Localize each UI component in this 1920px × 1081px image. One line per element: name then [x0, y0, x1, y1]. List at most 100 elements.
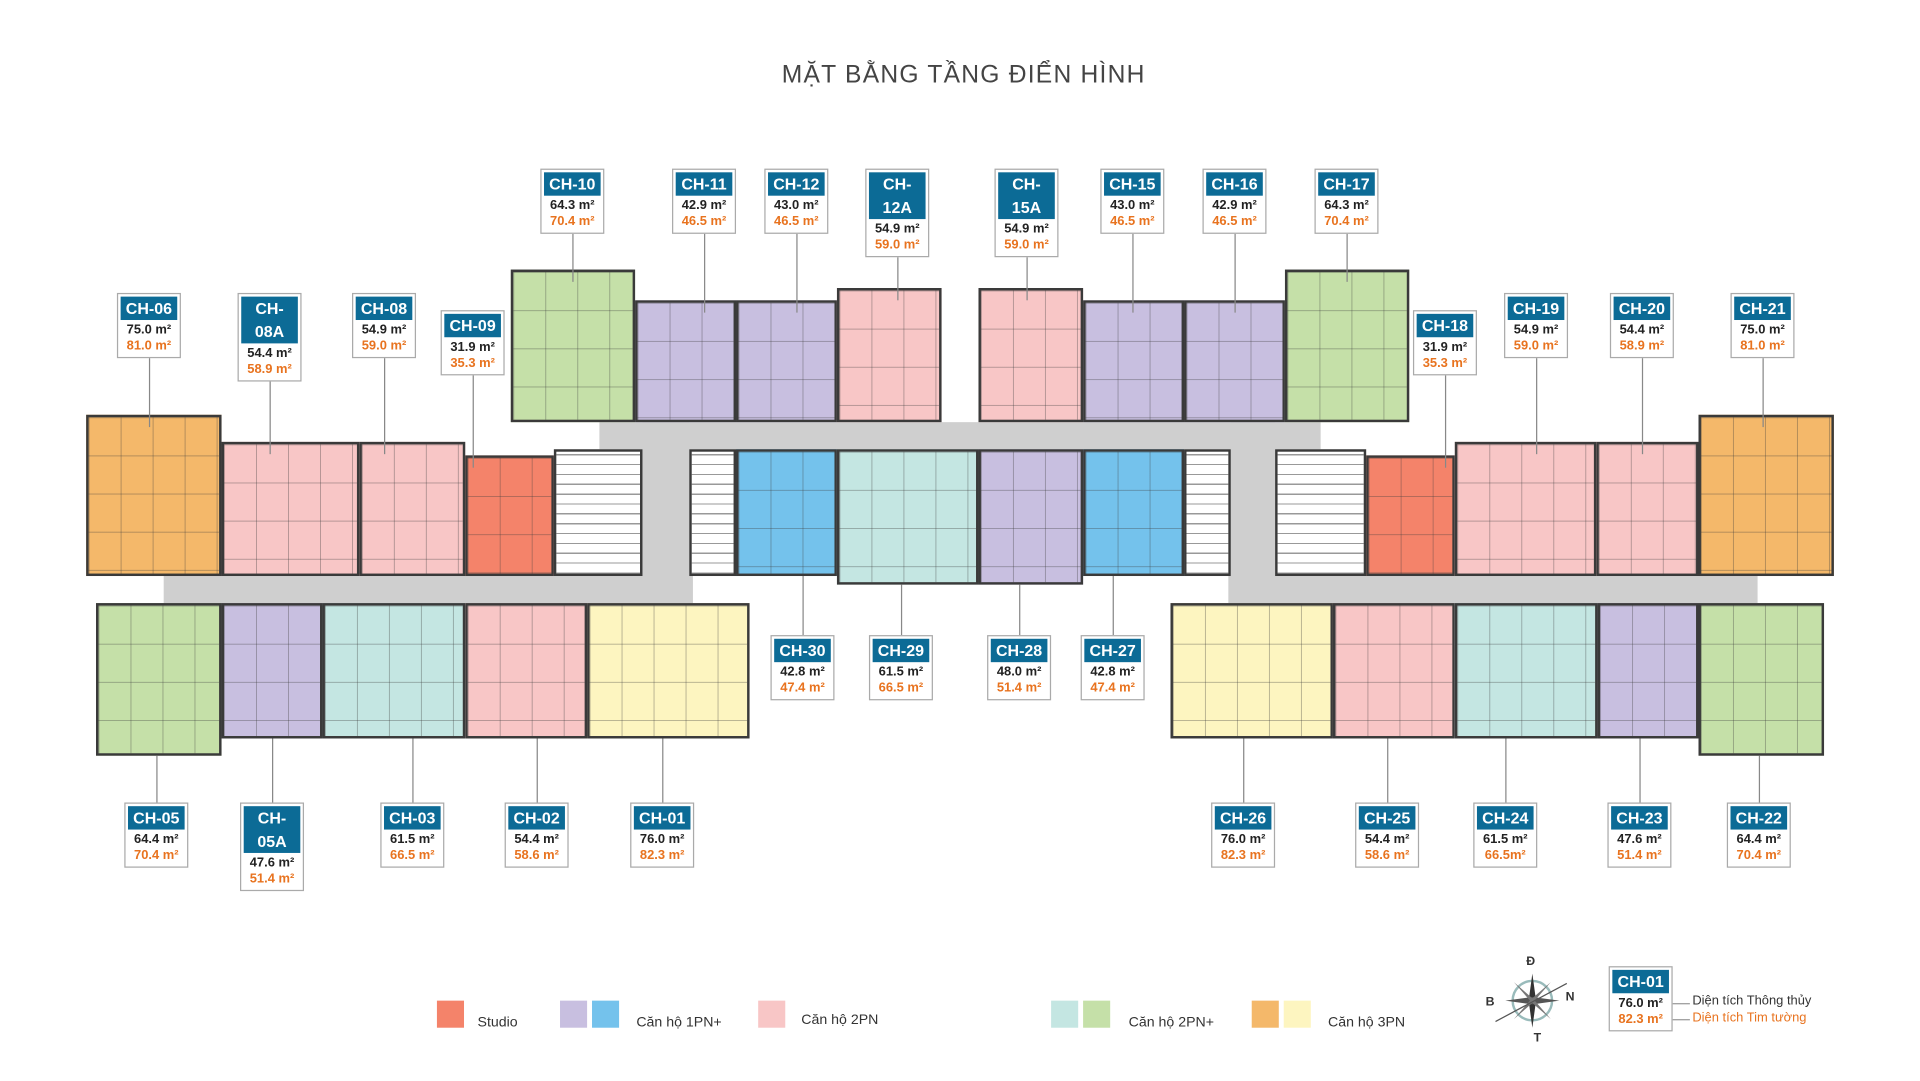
unit-id: CH-28	[990, 638, 1048, 663]
leader-line	[1026, 232, 1028, 301]
leader-line	[802, 576, 804, 636]
unit-label: CH-10 64.3 m² 70.4 m²	[540, 168, 605, 234]
tim-tuong-area: 58.6 m²	[514, 848, 559, 863]
unit-ch-23	[1597, 603, 1699, 739]
lift-core-right	[1184, 449, 1231, 577]
tim-tuong-area: 70.4 m²	[550, 214, 595, 229]
unit-id: CH-03	[384, 806, 441, 830]
corridor-right	[1228, 576, 1758, 604]
unit-label: CH-15 43.0 m² 46.5 m²	[1100, 168, 1165, 234]
unit-id: CH-05A	[243, 806, 301, 853]
thong-thuy-area: 31.9 m²	[1422, 339, 1468, 355]
unit-id: CH-08	[355, 296, 413, 321]
unit-label: CH-19 54.9 m² 59.0 m²	[1504, 292, 1569, 359]
key-tim-tuong: 82.3 m²	[1618, 1011, 1663, 1027]
thong-thuy-area: 48.0 m²	[996, 664, 1042, 680]
thong-thuy-area: 31.9 m²	[450, 339, 495, 355]
unit-ch-15	[1083, 300, 1185, 423]
corridor-left	[163, 576, 693, 604]
unit-label: CH-23 47.6 m² 51.4 m²	[1607, 802, 1672, 868]
legend-swatch-3pn-orange	[1251, 1000, 1279, 1028]
tim-tuong-area: 46.5 m²	[1110, 214, 1155, 229]
tim-tuong-area: 47.4 m²	[1090, 680, 1135, 696]
tim-tuong-area: 46.5 m²	[1212, 214, 1257, 229]
thong-thuy-area: 54.9 m²	[1513, 322, 1559, 338]
thong-thuy-area: 42.9 m²	[681, 198, 727, 213]
unit-label: CH-16 42.9 m² 46.5 m²	[1202, 168, 1267, 234]
leader-line	[472, 374, 474, 468]
tim-tuong-area: 70.4 m²	[1324, 214, 1369, 229]
unit-id: CH-05	[128, 806, 185, 830]
leader-line	[1112, 576, 1114, 636]
unit-id: CH-15A	[998, 172, 1055, 220]
legend-1pn: Căn hộ 1PN+	[636, 1015, 722, 1031]
stair-core-right	[1275, 449, 1367, 577]
unit-label: CH-17 64.3 m² 70.4 m²	[1314, 168, 1379, 234]
thong-thuy-area: 54.9 m²	[874, 221, 920, 237]
unit-ch-19	[1454, 441, 1597, 577]
thong-thuy-area: 76.0 m²	[1220, 832, 1266, 847]
thong-thuy-area: 54.9 m²	[1004, 221, 1049, 237]
unit-ch-22	[1698, 603, 1825, 756]
unit-label: CH-01 76.0 m² 82.3 m²	[630, 802, 695, 868]
tim-tuong-area: 59.0 m²	[361, 338, 407, 354]
unit-id: CH-24	[1476, 806, 1534, 830]
leader-line	[1234, 232, 1236, 313]
unit-label: CH-02 54.4 m² 58.6 m²	[504, 802, 569, 868]
compass-west: B	[1485, 995, 1495, 1010]
lift-core-left	[689, 449, 737, 577]
unit-ch-25	[1332, 603, 1455, 739]
unit-id: CH-18	[1416, 313, 1474, 338]
thong-thuy-area: 75.0 m²	[126, 322, 172, 338]
leader-line	[1243, 738, 1245, 803]
thong-thuy-area: 64.3 m²	[550, 198, 595, 213]
leader-line	[1444, 374, 1447, 468]
unit-ch-17	[1284, 269, 1410, 423]
leader-line	[272, 738, 274, 803]
tim-tuong-area: 46.5 m²	[681, 214, 727, 229]
tim-tuong-area: 81.0 m²	[126, 338, 172, 354]
unit-ch-02	[465, 603, 588, 739]
thong-thuy-area: 64.3 m²	[1324, 198, 1369, 213]
leader-line	[1505, 738, 1507, 803]
tim-tuong-area: 35.3 m²	[450, 355, 495, 371]
unit-ch-20	[1596, 441, 1699, 577]
compass-east: N	[1565, 990, 1575, 1005]
unit-label: CH-20 54.4 m² 58.9 m²	[1609, 292, 1674, 359]
thong-thuy-area: 54.4 m²	[1364, 832, 1410, 847]
unit-ch-12	[736, 300, 837, 423]
leader-line	[572, 232, 574, 282]
stair-core-left	[553, 449, 643, 577]
unit-id: CH-26	[1214, 806, 1272, 830]
legend-key-box: CH-01 76.0 m² 82.3 m²	[1608, 966, 1673, 1032]
legend-swatch-1pn-purple	[560, 1000, 588, 1028]
leader-line	[897, 232, 899, 301]
leader-line	[1641, 356, 1644, 455]
unit-id: CH-16	[1206, 172, 1263, 196]
tim-tuong-area: 58.6 m²	[1364, 848, 1410, 863]
unit-ch-30	[736, 449, 837, 577]
leader-line	[148, 356, 151, 428]
unit-id: CH-27	[1084, 638, 1141, 663]
unit-label: CH-24 61.5 m² 66.5m²	[1473, 802, 1538, 868]
unit-id: CH-09	[444, 313, 501, 338]
thong-thuy-area: 47.6 m²	[249, 855, 295, 871]
leader-line	[900, 584, 903, 636]
unit-ch-27	[1083, 449, 1185, 577]
unit-id: CH-17	[1318, 172, 1375, 196]
tim-tuong-area: 66.5 m²	[390, 848, 435, 863]
unit-id: CH-19	[1507, 296, 1565, 321]
unit-ch-21	[1698, 414, 1834, 577]
unit-ch-03	[322, 603, 466, 739]
tim-tuong-area: 59.0 m²	[1513, 338, 1559, 354]
leader-line	[1019, 584, 1021, 636]
tim-tuong-area: 46.5 m²	[774, 214, 819, 229]
unit-ch-26	[1170, 603, 1333, 739]
legend-swatch-2pn	[758, 1000, 786, 1028]
key-leader	[1672, 1003, 1690, 1005]
leader-line	[1132, 232, 1134, 313]
thong-thuy-area: 47.6 m²	[1617, 832, 1662, 847]
leader-line	[412, 738, 414, 803]
legend-2pn: Căn hộ 2PN	[801, 1012, 879, 1028]
unit-label: CH-27 42.8 m² 47.4 m²	[1080, 635, 1145, 701]
